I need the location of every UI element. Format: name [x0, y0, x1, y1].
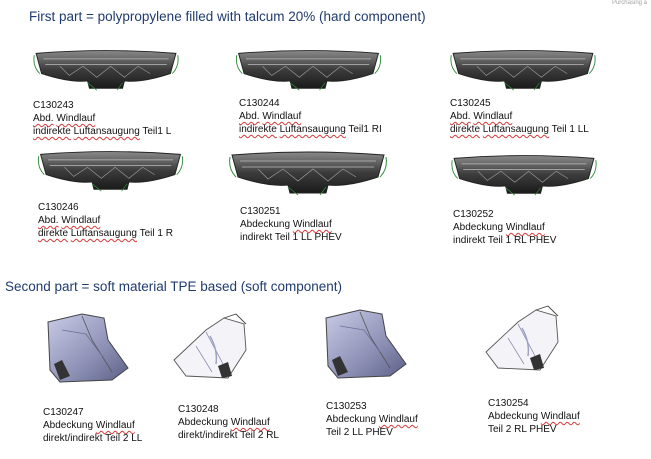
part-image-C130245 [440, 46, 606, 92]
part-desc-line2: direkte Luftansaugung Teil 1 R [38, 228, 173, 239]
part-code: C130244 [239, 98, 280, 109]
part-image-C130253 [320, 306, 410, 381]
part-desc-line2: indirekt Teil 1 RL PHEV [453, 235, 557, 246]
part-caption-C130246: C130246 Abd. Windlauf direkte Luftansaug… [38, 201, 188, 240]
part-code: C130246 [38, 202, 79, 213]
part-desc-line1: Abd. Windlauf [450, 111, 513, 122]
part-code: C130254 [488, 398, 529, 409]
part-caption-C130245: C130245 Abd. Windlauf direkte Luftansaug… [450, 97, 610, 136]
part-desc-line2: indirekte Luftansaugung Teil1 L [33, 126, 172, 137]
section-heading-soft: Second part = soft material TPE based (s… [5, 279, 343, 294]
part-desc-line2: Teil 2 RL PHEV [488, 424, 557, 435]
part-code: C130248 [178, 404, 219, 415]
part-caption-C130252: C130252 Abdeckung Windlauf indirekt Teil… [453, 208, 608, 247]
part-desc-line1: Abdeckung Windlauf [240, 219, 332, 230]
part-code: C130247 [43, 407, 84, 418]
part-image-C130252 [441, 151, 607, 197]
part-desc-line1: Abd. Windlauf [33, 113, 96, 124]
part-caption-C130253: C130253 Abdeckung Windlauf Teil 2 LL PHE… [326, 400, 456, 439]
part-image-C130254 [478, 302, 568, 377]
part-desc-line2: direkte Luftansaugung Teil 1 LL [450, 124, 589, 135]
part-desc-line1: Abdeckung Windlauf [453, 222, 545, 233]
part-code: C130253 [326, 401, 367, 412]
part-code: C130252 [453, 209, 494, 220]
part-caption-C130247: C130247 Abdeckung Windlauf direkt/indire… [43, 406, 143, 445]
part-desc-line1: Abdeckung Windlauf [326, 414, 418, 425]
part-image-C130251 [226, 147, 390, 197]
part-desc-line1: Abdeckung Windlauf [488, 411, 580, 422]
section-heading-hard: First part = polypropylene filled with t… [29, 9, 426, 24]
part-image-C130247 [42, 310, 132, 385]
part-desc-line1: Abd. Windlauf [239, 111, 302, 122]
part-desc-line2: direkt/indirekt Teil 2 RL [178, 430, 279, 441]
part-image-C130246 [34, 147, 187, 193]
part-code: C130251 [240, 206, 281, 217]
part-desc-line1: Abd. Windlauf [38, 215, 101, 226]
part-desc-line2: direkt/indirekt Teil 2 LL [43, 433, 143, 444]
part-desc-line2: indirekt Teil 1 LL PHEV [240, 232, 342, 243]
part-image-C130243 [26, 46, 186, 92]
part-code: C130245 [450, 98, 491, 109]
part-desc-line1: Abdeckung Windlauf [43, 420, 135, 431]
part-caption-C130243: C130243 Abd. Windlauf indirekte Luftansa… [33, 99, 188, 138]
part-desc-line2: indirekte Luftansaugung Teil1 RI [239, 124, 382, 135]
part-caption-C130251: C130251 Abdeckung Windlauf indirekt Teil… [240, 205, 395, 244]
part-image-C130244 [227, 46, 390, 92]
part-caption-C130254: C130254 Abdeckung Windlauf Teil 2 RL PHE… [488, 397, 618, 436]
part-caption-C130244: C130244 Abd. Windlauf indirekte Luftansa… [239, 97, 394, 136]
part-desc-line2: Teil 2 LL PHEV [326, 427, 393, 438]
part-caption-C130248: C130248 Abdeckung Windlauf direkt/indire… [178, 403, 308, 442]
part-image-C130248 [166, 310, 256, 385]
part-code: C130243 [33, 100, 74, 111]
part-desc-line1: Abdeckung Windlauf [178, 417, 270, 428]
watermark-text: Purchasing a [611, 0, 647, 6]
